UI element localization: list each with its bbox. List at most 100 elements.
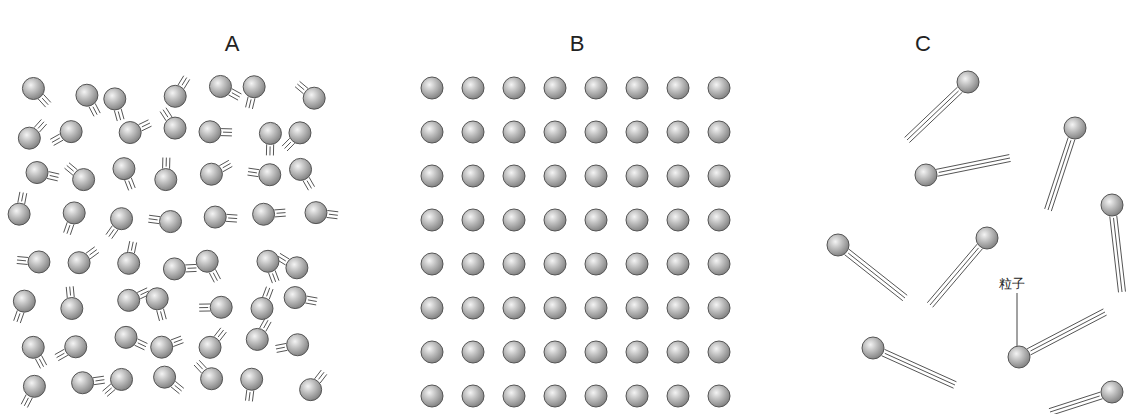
motion-line <box>89 107 94 117</box>
motion-line <box>121 109 124 120</box>
particle <box>976 227 998 249</box>
motion-line <box>118 111 120 120</box>
motion-line <box>933 249 983 308</box>
motion-line <box>1051 140 1075 212</box>
particle <box>61 297 83 319</box>
motion-line <box>276 347 285 349</box>
motion-line <box>169 158 170 169</box>
particle <box>626 165 648 187</box>
motion-line <box>266 144 267 155</box>
particle <box>246 328 268 350</box>
particle <box>585 385 607 407</box>
motion-line <box>266 322 271 332</box>
particle <box>585 253 607 275</box>
motion-line <box>17 263 28 265</box>
particle <box>957 71 979 93</box>
particle <box>290 158 312 180</box>
particle <box>503 165 525 187</box>
particle <box>201 368 223 390</box>
particle <box>667 209 689 231</box>
particle <box>118 289 140 311</box>
particle <box>199 336 221 358</box>
particle <box>72 372 94 394</box>
motion-line <box>64 222 68 232</box>
motion-line <box>38 99 45 107</box>
motion-line <box>209 273 214 283</box>
particle <box>421 341 443 363</box>
particle <box>23 375 45 397</box>
particle <box>199 121 221 143</box>
motion-line <box>248 168 259 170</box>
motion-line <box>300 81 308 88</box>
motion-line <box>94 383 105 385</box>
motion-line <box>134 345 144 350</box>
particle <box>146 288 168 310</box>
motion-line <box>69 287 71 296</box>
motion-line <box>14 310 18 320</box>
particle <box>243 76 265 98</box>
motion-line <box>182 78 187 86</box>
particle <box>626 121 648 143</box>
particle <box>462 385 484 407</box>
motion-line <box>223 166 233 171</box>
motion-line <box>247 175 258 177</box>
motion-line <box>269 289 273 299</box>
motion-line <box>95 380 104 381</box>
motion-line <box>1048 140 1071 210</box>
particle <box>862 337 884 359</box>
particle <box>667 165 689 187</box>
motion-line <box>134 243 136 254</box>
motion-line <box>930 248 979 305</box>
particle <box>585 77 607 99</box>
motion-line <box>275 343 286 345</box>
particle <box>111 368 133 390</box>
particle <box>544 341 566 363</box>
motion-line <box>199 360 206 368</box>
motion-line <box>882 356 954 388</box>
particle <box>1101 194 1123 216</box>
motion-line <box>17 256 28 258</box>
motion-line <box>199 310 210 311</box>
particle <box>544 121 566 143</box>
motion-line <box>142 126 152 131</box>
panel-letter: A <box>225 33 240 55</box>
motion-line <box>1049 392 1101 409</box>
particle <box>503 341 525 363</box>
motion-line <box>223 132 232 133</box>
motion-line <box>267 288 270 296</box>
particle <box>251 297 273 319</box>
particle <box>65 336 87 358</box>
particle <box>626 297 648 319</box>
motion-line <box>252 391 253 402</box>
motion-line <box>128 241 130 252</box>
particle <box>462 341 484 363</box>
motion-line <box>273 273 276 281</box>
motion-line <box>248 172 257 173</box>
particle <box>544 297 566 319</box>
particle-label: 粒子 <box>999 277 1025 290</box>
motion-line <box>909 92 962 142</box>
particle <box>289 122 311 144</box>
particle <box>708 209 730 231</box>
particle <box>667 253 689 275</box>
particle <box>68 252 90 274</box>
motion-line <box>228 217 237 219</box>
motion-line <box>93 376 104 378</box>
particle <box>503 385 525 407</box>
motion-line <box>1050 396 1100 412</box>
motion-line <box>305 303 316 305</box>
motion-line <box>232 93 240 97</box>
particle <box>503 253 525 275</box>
particle <box>164 85 186 107</box>
particle <box>13 290 35 312</box>
particle <box>286 257 308 279</box>
particle <box>163 258 185 280</box>
motion-line <box>280 253 289 259</box>
motion-line <box>131 178 135 188</box>
motion-line <box>226 214 237 216</box>
particle <box>421 121 443 143</box>
motion-line <box>163 110 168 118</box>
particle <box>503 121 525 143</box>
motion-line <box>21 394 26 404</box>
